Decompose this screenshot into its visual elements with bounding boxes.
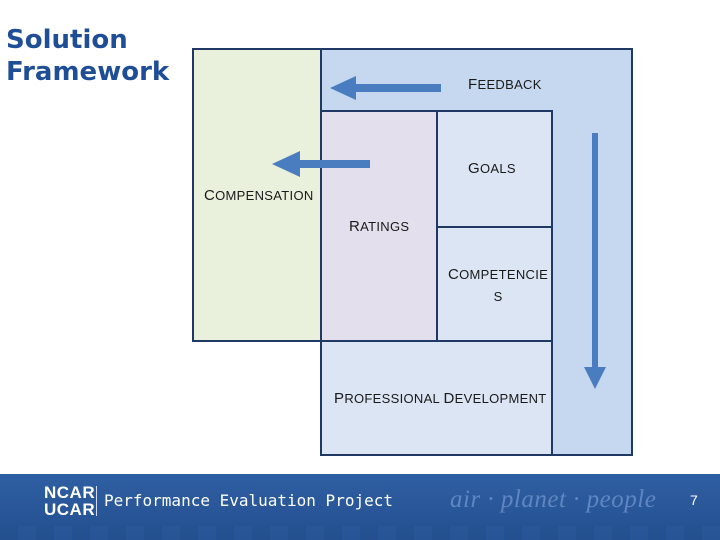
feedback-label: FEEDBACK: [468, 76, 542, 93]
development-down-arrow: [584, 133, 606, 389]
logo-bottom-text: UCAR: [44, 500, 96, 519]
feedback-arrow: [330, 76, 441, 100]
footer-bar: [0, 474, 720, 540]
competencies-label: COMPETENCIE S: [448, 266, 549, 304]
ncar-ucar-logo: NCAR UCAR: [44, 484, 95, 518]
logo-divider: [96, 486, 97, 516]
slide-title: Solution Framework: [6, 24, 169, 88]
competencies-box: [436, 226, 553, 342]
footer-stripe: [0, 526, 720, 540]
ratings-label: RATINGS: [349, 218, 410, 235]
project-name: Performance Evaluation Project: [104, 491, 393, 510]
logo-top-text: NCAR: [44, 483, 96, 502]
compensation-arrow: [272, 151, 370, 177]
goals-label: GOALS: [468, 160, 516, 177]
title-line-2: Framework: [6, 57, 170, 87]
compensation-box: [192, 48, 322, 342]
goals-box: [436, 110, 553, 228]
compensation-label: COMPENSATION: [204, 187, 314, 204]
title-line-1: Solution: [6, 25, 128, 55]
page-number: 7: [690, 492, 698, 508]
professional-development-label: PROFESSIONAL DEVELOPMENT: [334, 390, 547, 407]
professional-development-box: [320, 340, 553, 456]
tagline: air · planet · people: [450, 486, 657, 513]
